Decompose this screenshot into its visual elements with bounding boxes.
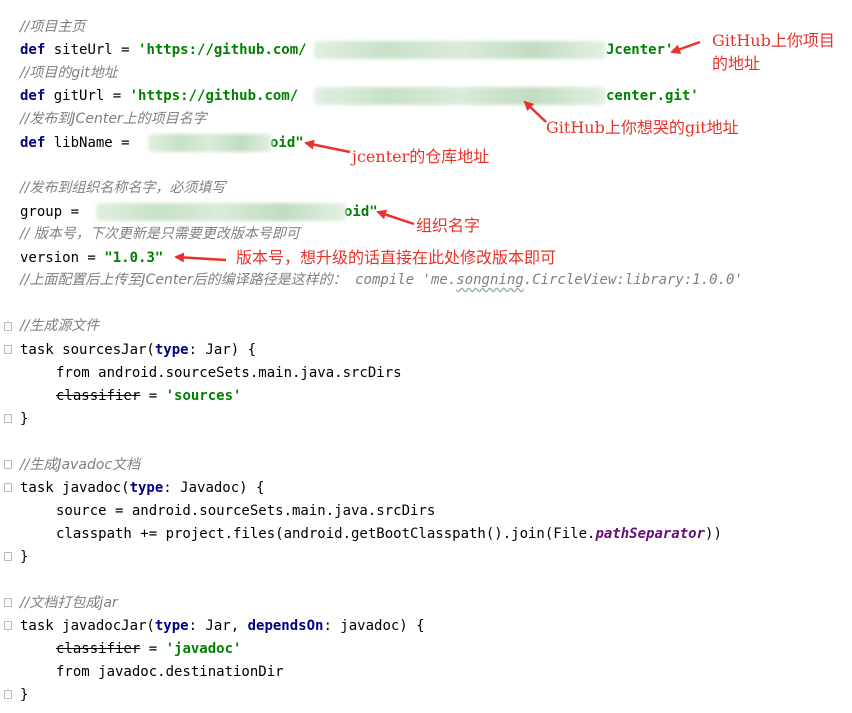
- code-line-comment: //发布到JCenter上的项目名字: [20, 111, 207, 127]
- fold-marker-icon[interactable]: [4, 552, 12, 561]
- fold-marker-icon[interactable]: [4, 414, 12, 423]
- code-line-comment: //上面配置后上传至JCenter后的编译路径是这样的： compile 'me…: [20, 272, 743, 288]
- code-line-siteurl: def siteUrl = 'https://github.com/: [20, 42, 307, 58]
- fold-marker-icon[interactable]: [4, 690, 12, 699]
- fold-marker-icon[interactable]: [4, 598, 12, 607]
- fold-marker-icon[interactable]: [4, 621, 12, 630]
- annotation-github-git: GitHub上你想哭的git地址: [546, 118, 739, 137]
- redacted-text: [314, 87, 606, 105]
- code-line-from: from android.sourceSets.main.java.srcDir…: [56, 365, 402, 381]
- code-line-brace: }: [20, 411, 29, 427]
- code-line-giturl: def gitUrl = 'https://github.com/: [20, 88, 299, 104]
- code-line-giturl-end: center.git': [606, 88, 699, 104]
- arrow-icon: [376, 209, 415, 226]
- redacted-text: [96, 203, 346, 221]
- code-line-comment: //文档打包成jar: [20, 595, 118, 611]
- code-line-brace: }: [20, 549, 29, 565]
- code-line-libname-end: oid": [270, 135, 304, 151]
- fold-marker-icon[interactable]: [4, 483, 12, 492]
- code-line-comment: //发布到组织名称名字，必须填写: [20, 180, 226, 196]
- code-line-version: version = "1.0.3": [20, 250, 164, 266]
- code-line-comment: //生成源文件: [20, 318, 100, 334]
- code-line-classifier: classifier = 'javadoc': [56, 641, 242, 657]
- code-line-brace: }: [20, 687, 29, 703]
- annotation-github-home: GitHub上你项目: [712, 31, 835, 50]
- code-line-classpath: classpath += project.files(android.getBo…: [56, 526, 722, 542]
- code-line-siteurl-end: Jcenter': [606, 42, 674, 58]
- redacted-text: [314, 41, 606, 59]
- arrow-icon: [304, 139, 351, 154]
- arrow-icon: [523, 100, 547, 123]
- fold-marker-icon[interactable]: [4, 460, 12, 469]
- annotation-jcenter-repo: jcenter的仓库地址: [352, 147, 490, 166]
- code-line-libname: def libName =: [20, 135, 139, 151]
- annotation-github-home-2: 的地址: [712, 54, 761, 73]
- code-line-classifier: classifier = 'sources': [56, 388, 242, 404]
- editor-gutter: [0, 0, 14, 713]
- fold-marker-icon[interactable]: [4, 345, 12, 354]
- code-line-comment: //项目主页: [20, 19, 86, 35]
- fold-marker-icon[interactable]: [4, 322, 12, 331]
- code-line-task: task javadoc(type: Javadoc) {: [20, 480, 265, 496]
- code-line-source: source = android.sourceSets.main.java.sr…: [56, 503, 436, 519]
- code-line-task: task javadocJar(type: Jar, dependsOn: ja…: [20, 618, 425, 634]
- code-line-from: from javadoc.destinationDir: [56, 664, 284, 680]
- arrow-icon: [174, 252, 227, 263]
- code-line-comment: //生成Javadoc文档: [20, 457, 141, 473]
- arrow-icon: [670, 40, 701, 55]
- code-line-group-end: oid": [344, 204, 378, 220]
- code-line-group: group =: [20, 204, 88, 220]
- code-line-task: task sourcesJar(type: Jar) {: [20, 342, 257, 358]
- code-line-comment: // 版本号，下次更新是只需要更改版本号即可: [20, 226, 300, 242]
- annotation-version: 版本号，想升级的话直接在此处修改版本即可: [236, 248, 557, 267]
- annotation-org-name: 组织名字: [416, 216, 481, 235]
- code-line-comment: //项目的git地址: [20, 65, 118, 81]
- redacted-text: [148, 134, 272, 152]
